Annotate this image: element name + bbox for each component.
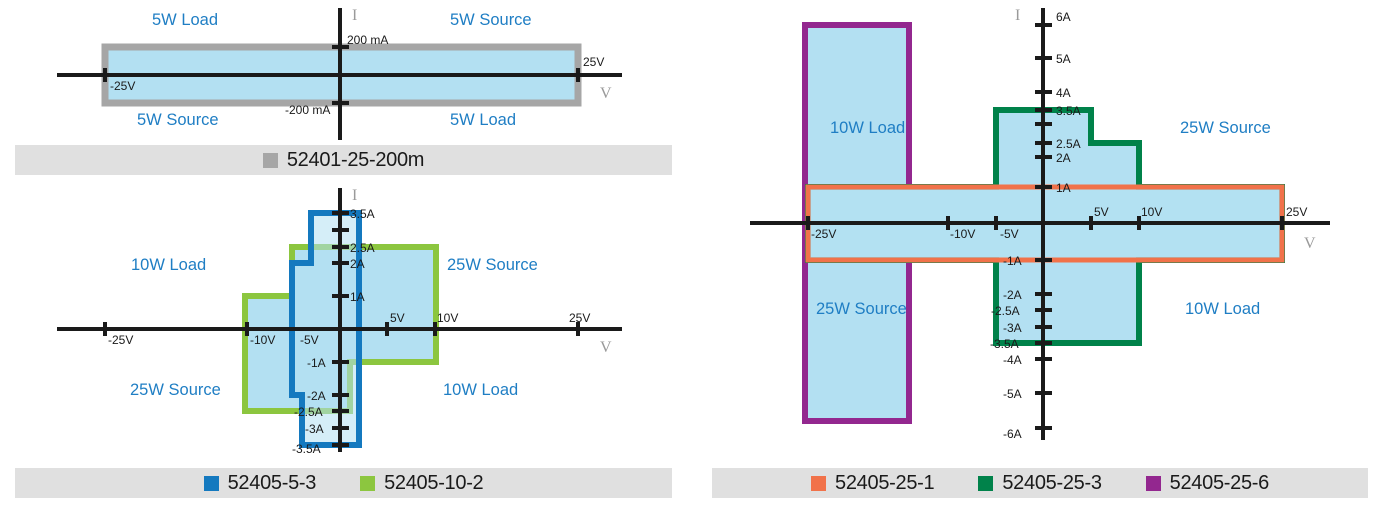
- tick-label-pos3-5a: 3.5A: [350, 207, 375, 221]
- chart-panel-52405-5-3: 10W Load 25W Source 25W Source 10W Load …: [0, 180, 690, 460]
- quadrant-label-bottom-left: 25W Source: [816, 300, 907, 318]
- legend-item-label: 52405-5-3: [227, 471, 317, 494]
- legend-item-label: 52405-25-1: [835, 471, 935, 494]
- chart-52405-5-3-and-10-2-svg: [57, 188, 622, 452]
- tick-label-neg5a: -5A: [1003, 387, 1022, 401]
- tick-label-pos10v: 10V: [1141, 205, 1163, 219]
- tick-label-neg25v: -25V: [108, 333, 134, 347]
- legend-52401: 52401-25-200m: [15, 145, 672, 175]
- tick-label-neg25v: -25V: [811, 227, 837, 241]
- tick-label-pos2a: 2A: [1056, 151, 1071, 165]
- chart-panel-52405-25: 10W Load 25W Source 25W Source 10W Load …: [690, 0, 1379, 455]
- legend-swatch-icon: [978, 475, 994, 491]
- tick-label-neg2-5a: -2.5A: [991, 304, 1020, 318]
- legend-item-label: 52405-10-2: [384, 471, 484, 494]
- tick-label-neg4a: -4A: [1003, 353, 1022, 367]
- tick-label-pos200ma: 200 mA: [347, 33, 389, 47]
- v-axis-label: V: [600, 85, 612, 102]
- i-axis-label: I: [1015, 7, 1021, 24]
- chart-52405-25-series-svg: [750, 8, 1330, 440]
- quadrant-label-top-left: 10W Load: [131, 256, 207, 274]
- tick-label-neg2-5a: -2.5A: [294, 405, 323, 419]
- chart-panel-52401: 5W Load 5W Source 5W Source 5W Load I V …: [0, 0, 690, 145]
- tick-label-neg3-5a: -3.5A: [292, 442, 321, 456]
- legend-item-label: 52401-25-200m: [286, 148, 425, 171]
- tick-label-neg5v: -5V: [1000, 227, 1019, 241]
- tick-label-neg1a: -1A: [307, 356, 326, 370]
- tick-label-pos4a: 4A: [1056, 86, 1071, 100]
- legend-item[interactable]: 52405-25-1: [811, 471, 935, 495]
- tick-label-pos5v: 5V: [390, 311, 405, 325]
- tick-label-pos5a: 5A: [1056, 52, 1071, 66]
- tick-label-neg10v: -10V: [950, 227, 976, 241]
- legend-item[interactable]: 52405-25-3: [978, 471, 1102, 495]
- legend-swatch-icon: [203, 475, 219, 491]
- legend-item-label: 52405-25-3: [1002, 471, 1102, 494]
- quadrant-label-top-left: 5W Load: [152, 11, 219, 29]
- legend-swatch-icon: [262, 152, 278, 168]
- quadrant-label-bottom-right: 5W Load: [450, 111, 517, 129]
- tick-label-pos6a: 6A: [1056, 10, 1071, 24]
- tick-label-pos25v: 25V: [1286, 205, 1308, 219]
- tick-label-pos2a: 2A: [350, 257, 365, 271]
- quadrant-label-bottom-left: 25W Source: [130, 381, 221, 399]
- tick-label-neg3a: -3A: [305, 422, 324, 436]
- tick-label-pos5v: 5V: [1094, 205, 1109, 219]
- quadrant-label-top-right: 5W Source: [450, 11, 532, 29]
- tick-label-pos25v: 25V: [583, 55, 605, 69]
- legend-item[interactable]: 52405-25-6: [1145, 471, 1270, 495]
- quadrant-label-bottom-left: 5W Source: [137, 111, 219, 129]
- quadrant-label-bottom-right: 10W Load: [443, 381, 519, 399]
- quadrant-label-top-right: 25W Source: [1180, 119, 1271, 137]
- legend-swatch-icon: [1145, 475, 1161, 491]
- tick-label-neg3-5a: -3.5A: [990, 337, 1019, 351]
- tick-label-pos2-5a: 2.5A: [1056, 137, 1081, 151]
- legend-item-label: 52405-25-6: [1169, 471, 1270, 494]
- i-axis-label: I: [352, 187, 358, 204]
- tick-label-pos1a: 1A: [1056, 181, 1071, 195]
- quadrant-label-bottom-right: 10W Load: [1185, 300, 1261, 318]
- tick-label-neg3a: -3A: [1003, 321, 1022, 335]
- tick-label-pos3-5a: 3.5A: [1056, 104, 1081, 118]
- legend-item[interactable]: 52401-25-200m: [262, 148, 425, 172]
- legend-swatch-icon: [811, 475, 827, 491]
- tick-label-pos25v: 25V: [569, 311, 591, 325]
- tick-label-pos2-5a: 2.5A: [350, 241, 375, 255]
- tick-label-neg1a: -1A: [1003, 254, 1022, 268]
- tick-label-neg2a: -2A: [1003, 288, 1022, 302]
- legend-52405-5-3: 52405-5-3 52405-10-2: [15, 468, 672, 498]
- quadrant-label-top-right: 25W Source: [447, 256, 538, 274]
- legend-swatch-icon: [360, 475, 376, 491]
- i-axis-label: I: [352, 7, 358, 24]
- legend-item[interactable]: 52405-10-2: [360, 471, 484, 495]
- legend-52405-25: 52405-25-1 52405-25-3 52405-25-6: [712, 468, 1368, 498]
- tick-label-neg10v: -10V: [250, 333, 276, 347]
- v-axis-label: V: [600, 339, 612, 356]
- tick-label-pos10v: 10V: [437, 311, 459, 325]
- tick-label-neg2a: -2A: [307, 389, 326, 403]
- tick-label-pos1a: 1A: [350, 290, 365, 304]
- tick-label-neg200ma: -200 mA: [285, 103, 331, 117]
- legend-item[interactable]: 52405-5-3: [203, 471, 317, 495]
- v-axis-label: V: [1304, 235, 1316, 252]
- tick-label-neg6a: -6A: [1003, 427, 1022, 441]
- quadrant-label-top-left: 10W Load: [830, 119, 906, 137]
- tick-label-neg25v: -25V: [110, 79, 136, 93]
- chart-52401-25-200m-svg: [57, 8, 622, 140]
- tick-label-neg5v: -5V: [300, 333, 319, 347]
